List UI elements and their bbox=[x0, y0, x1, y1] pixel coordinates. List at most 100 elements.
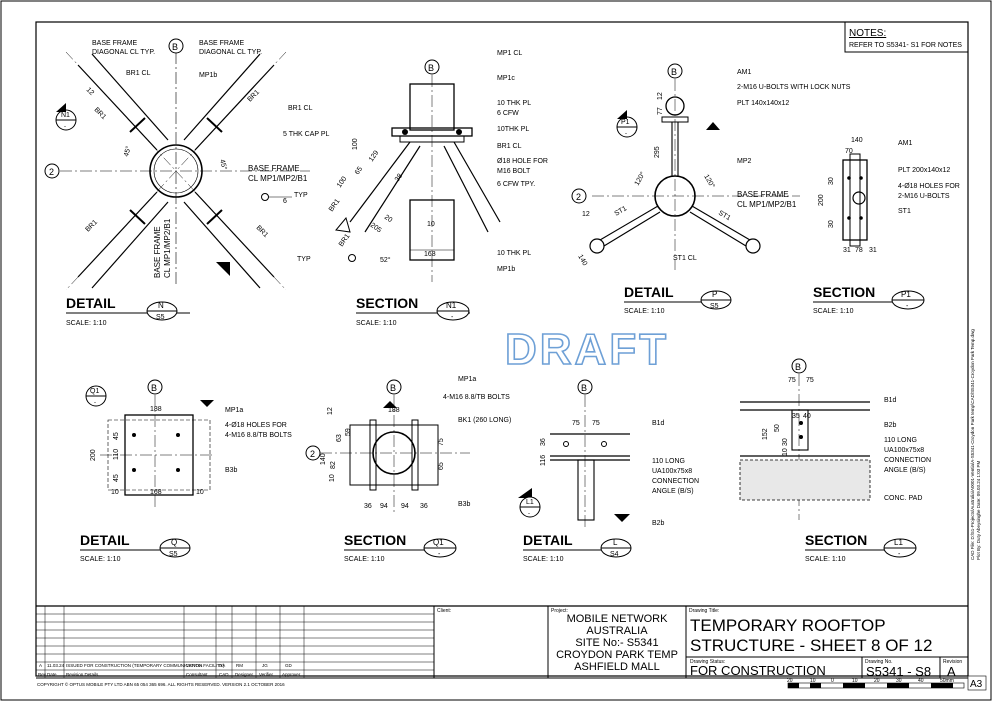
drawing-status: FOR CONSTRUCTION bbox=[690, 663, 826, 678]
svg-text:94: 94 bbox=[380, 503, 388, 510]
svg-text:B3b: B3b bbox=[458, 501, 471, 508]
svg-text:Drawing Title:: Drawing Title: bbox=[689, 608, 719, 614]
svg-text:BR1: BR1 bbox=[84, 219, 99, 234]
svg-text:Rev: Rev bbox=[38, 672, 47, 677]
svg-text:MP1 CL: MP1 CL bbox=[497, 50, 522, 57]
svg-text:5 THK CAP PL: 5 THK CAP PL bbox=[283, 131, 330, 138]
svg-text:L: L bbox=[613, 538, 618, 547]
svg-text:59: 59 bbox=[345, 428, 352, 436]
view-title-section-p1: SECTION bbox=[813, 284, 875, 300]
svg-text:MP1c: MP1c bbox=[497, 75, 515, 82]
svg-text:BASE FRAME: BASE FRAME bbox=[737, 190, 789, 199]
svg-text:MP1b: MP1b bbox=[497, 266, 515, 273]
svg-text:L1: L1 bbox=[894, 538, 903, 547]
svg-text:70: 70 bbox=[845, 148, 853, 155]
detail-l: B L1 - B1d 110 LONG UA100x75x8 CONNECTIO… bbox=[518, 379, 699, 563]
svg-text:205: 205 bbox=[369, 222, 383, 234]
view-title-section-n1: SECTION bbox=[356, 295, 418, 311]
svg-text:S5: S5 bbox=[710, 303, 719, 310]
svg-text:N1: N1 bbox=[61, 112, 70, 119]
svg-text:BR1: BR1 bbox=[255, 224, 270, 239]
svg-text:BR1: BR1 bbox=[246, 89, 261, 104]
svg-text:45°: 45° bbox=[122, 145, 133, 157]
svg-text:4-Ø18 HOLES FOR: 4-Ø18 HOLES FOR bbox=[898, 183, 960, 190]
svg-text:36: 36 bbox=[540, 438, 547, 446]
svg-text:-: - bbox=[906, 303, 909, 310]
svg-text:DIAGONAL CL TYP.: DIAGONAL CL TYP. bbox=[199, 49, 262, 56]
notes-box: NOTES: REFER TO S5341- S1 FOR NOTES bbox=[844, 21, 969, 53]
svg-text:75: 75 bbox=[438, 438, 445, 446]
svg-text:Q: Q bbox=[171, 538, 177, 547]
svg-text:110: 110 bbox=[113, 449, 120, 460]
svg-text:-: - bbox=[64, 124, 66, 130]
svg-text:Q1: Q1 bbox=[90, 388, 99, 395]
svg-text:30: 30 bbox=[782, 438, 789, 446]
inner-border bbox=[35, 21, 969, 677]
svg-text:20: 20 bbox=[383, 214, 393, 224]
svg-text:4-M16 8.8/TB BOLTS: 4-M16 8.8/TB BOLTS bbox=[443, 394, 510, 401]
notes-title: NOTES: bbox=[849, 28, 886, 39]
svg-text:168: 168 bbox=[150, 489, 162, 496]
svg-text:75: 75 bbox=[592, 420, 600, 427]
svg-text:S4: S4 bbox=[610, 551, 619, 558]
svg-text:Date: Date bbox=[47, 672, 57, 677]
svg-text:10: 10 bbox=[111, 489, 119, 496]
mast-pipe bbox=[149, 144, 203, 198]
svg-text:MP2: MP2 bbox=[737, 158, 752, 165]
svg-text:38: 38 bbox=[394, 173, 404, 183]
svg-text:4-Ø18 HOLES FOR: 4-Ø18 HOLES FOR bbox=[225, 422, 287, 429]
svg-text:Ø18 HOLE FOR: Ø18 HOLE FOR bbox=[497, 158, 548, 165]
svg-text:CL MP1/MP2/B1: CL MP1/MP2/B1 bbox=[163, 218, 172, 278]
svg-text:UA100x75x8: UA100x75x8 bbox=[652, 468, 692, 475]
svg-text:CAD: CAD bbox=[219, 672, 229, 677]
svg-text:12: 12 bbox=[85, 86, 96, 97]
svg-text:75: 75 bbox=[572, 420, 580, 427]
svg-text:MP1b: MP1b bbox=[199, 72, 217, 79]
svg-text:ANGLE (B/S): ANGLE (B/S) bbox=[884, 467, 926, 474]
svg-text:S5: S5 bbox=[156, 314, 165, 321]
svg-text:CONNECTION: CONNECTION bbox=[652, 478, 699, 485]
svg-text:140: 140 bbox=[576, 254, 588, 268]
svg-text:188: 188 bbox=[150, 406, 162, 413]
svg-text:110 LONG: 110 LONG bbox=[652, 458, 685, 465]
svg-text:ST1: ST1 bbox=[898, 208, 911, 215]
svg-text:-: - bbox=[898, 551, 901, 558]
svg-text:PLT 140x140x12: PLT 140x140x12 bbox=[737, 100, 789, 107]
svg-text:B3b: B3b bbox=[225, 467, 238, 474]
svg-text:Approver: Approver bbox=[282, 672, 301, 677]
svg-text:N: N bbox=[158, 301, 164, 310]
view-title-detail-l: DETAIL bbox=[523, 532, 573, 548]
draft-watermark: DRAFT bbox=[505, 325, 669, 374]
svg-text:6 CFW: 6 CFW bbox=[497, 110, 519, 117]
svg-text:10: 10 bbox=[782, 448, 789, 456]
svg-text:20: 20 bbox=[874, 678, 880, 684]
svg-text:94: 94 bbox=[401, 503, 409, 510]
svg-text:45°: 45° bbox=[218, 158, 229, 170]
svg-text:M16 BOLT: M16 BOLT bbox=[497, 168, 531, 175]
svg-text:10: 10 bbox=[329, 474, 336, 482]
svg-text:B: B bbox=[428, 63, 434, 73]
cad-file-path: CAD File: D:\51-Projects\Australia\A0001… bbox=[970, 329, 975, 560]
svg-text:10 THK PL: 10 THK PL bbox=[497, 100, 531, 107]
svg-text:2: 2 bbox=[310, 449, 315, 459]
svg-text:11.03.24: 11.03.24 bbox=[47, 663, 65, 668]
svg-text:MP1a: MP1a bbox=[225, 407, 243, 414]
svg-text:MP1a: MP1a bbox=[458, 376, 476, 383]
svg-text:ISSUED FOR CONSTRUCTION (TEMPO: ISSUED FOR CONSTRUCTION (TEMPORARY COMMU… bbox=[66, 663, 225, 668]
svg-text:BR1: BR1 bbox=[338, 233, 352, 248]
svg-text:CONC. PAD: CONC. PAD bbox=[884, 495, 922, 502]
svg-text:P1: P1 bbox=[901, 290, 911, 299]
svg-text:140: 140 bbox=[851, 137, 863, 144]
svg-text:B: B bbox=[581, 383, 587, 393]
svg-text:110 LONG: 110 LONG bbox=[884, 437, 917, 444]
section-l1: B B1d B2b 110 LONG UA100x75x8 CONNECTION… bbox=[739, 358, 931, 563]
plot-info: Plot By: Duty Abeysinghe Date: 09.03.24 … bbox=[976, 460, 981, 560]
svg-text:BR1 CL: BR1 CL bbox=[288, 105, 313, 112]
svg-text:12: 12 bbox=[327, 407, 334, 415]
svg-text:30: 30 bbox=[896, 678, 902, 684]
svg-text:PLT 200x140x12: PLT 200x140x12 bbox=[898, 167, 950, 174]
project-line-4: CROYDON PARK TEMP bbox=[556, 649, 678, 661]
svg-text:0: 0 bbox=[831, 678, 834, 684]
svg-text:UA100x75x8: UA100x75x8 bbox=[884, 447, 924, 454]
svg-text:B2b: B2b bbox=[652, 520, 665, 527]
